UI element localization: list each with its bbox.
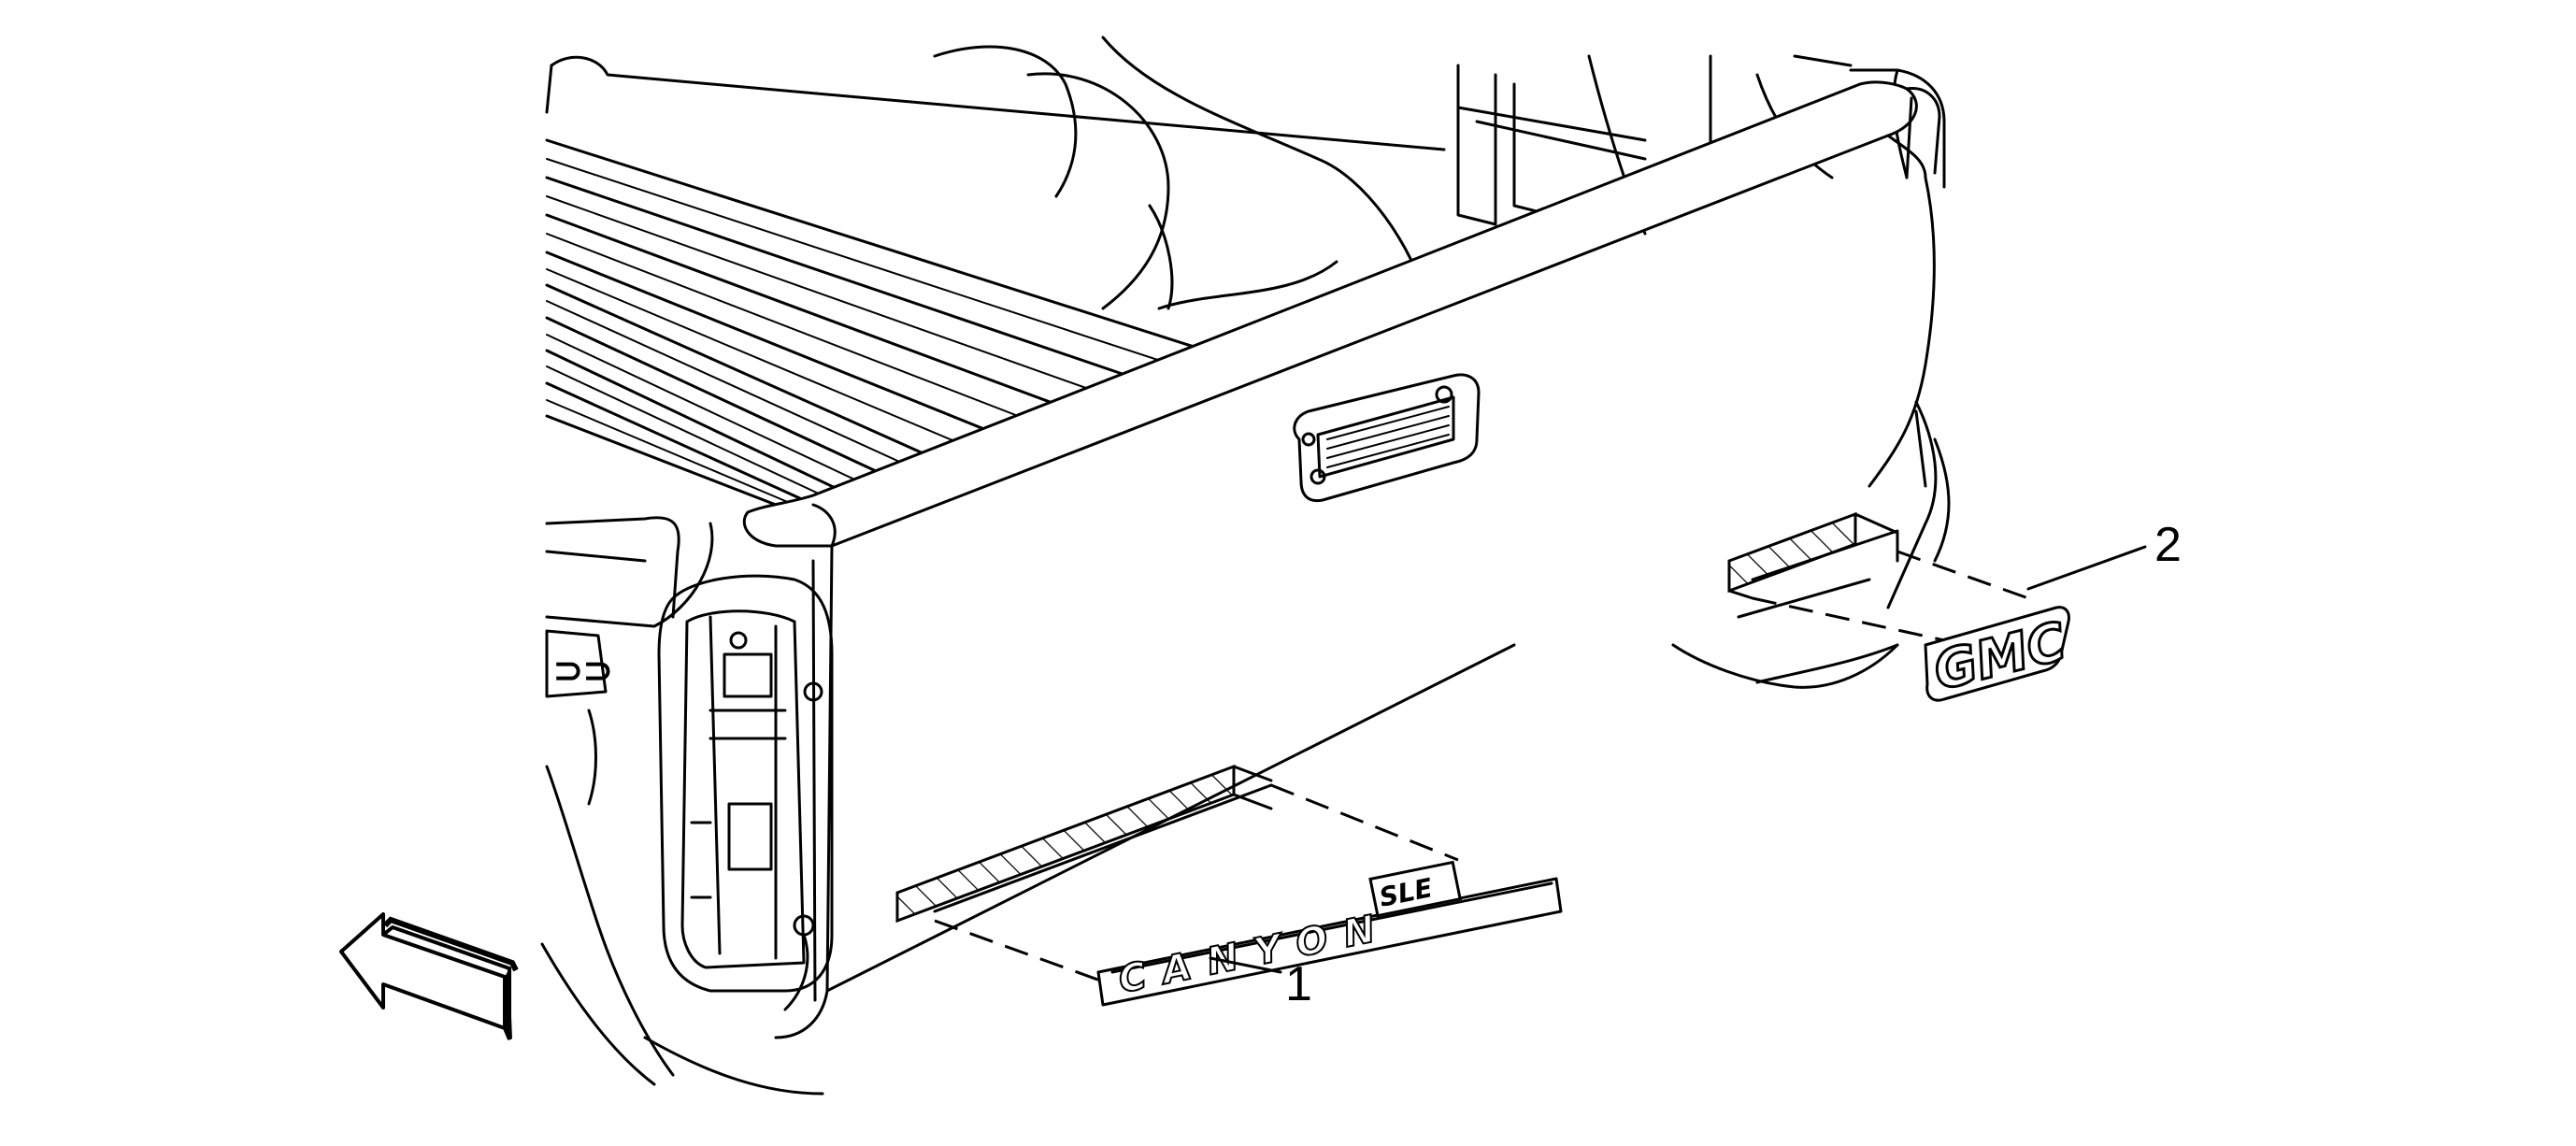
callout-2-label: 2 [2154, 518, 2182, 572]
partial-badge-glyph: ⊃⊃ [553, 652, 613, 691]
forward-arrow-icon [339, 912, 519, 1040]
install-line-2b [1896, 550, 2029, 600]
truck-bed [545, 36, 1946, 507]
callout-2-leader [2026, 545, 2147, 591]
emblem-recess [1727, 511, 1899, 600]
install-line-2a [1752, 596, 1945, 642]
nameplate-recess [895, 764, 1273, 924]
callout-1-label: 1 [1285, 957, 1312, 1011]
gmc-emblem: GMC [1924, 606, 2073, 704]
emblem-text: GMC [1928, 611, 2072, 703]
left-quarter-panel: ⊃⊃ [540, 516, 834, 1096]
nameplate-text: CANYON [1115, 905, 1395, 1002]
canyon-nameplate: CANYON SLE [1096, 860, 1563, 1007]
callout-1-leader [1209, 956, 1282, 974]
install-line-1b [1270, 783, 1459, 862]
install-line-1a [934, 919, 1104, 983]
